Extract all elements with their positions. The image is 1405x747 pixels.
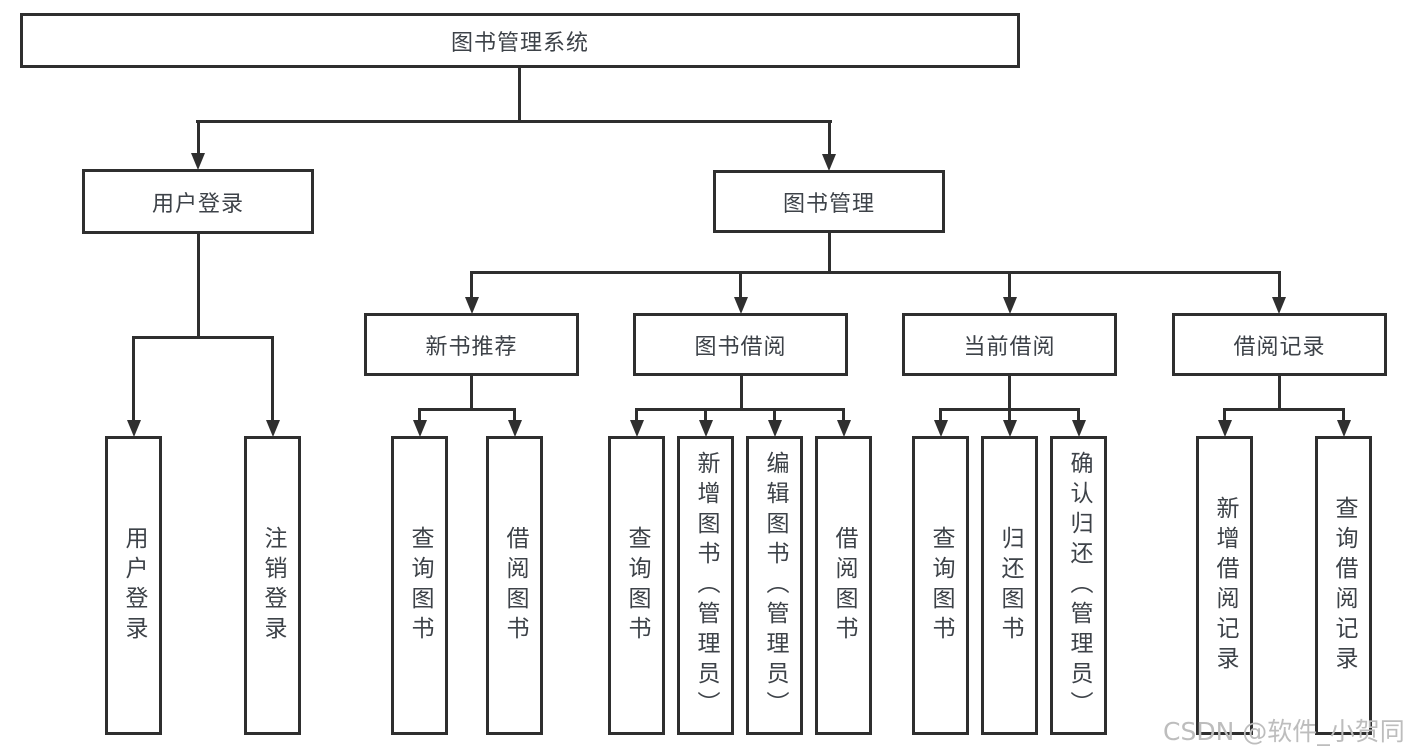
node-label: 用户登录 xyxy=(121,525,147,646)
node-label: 归还图书 xyxy=(997,525,1023,646)
leaf-add-borrow-record: 新增借阅记录 xyxy=(1196,436,1253,735)
connector-drop-leaf xyxy=(635,408,638,422)
arrow-down-icon xyxy=(127,420,141,437)
node-label: 图书管理 xyxy=(782,191,875,217)
arrow-down-icon xyxy=(630,420,644,437)
connector-drop-leaf xyxy=(132,336,135,422)
arrow-down-icon xyxy=(1003,297,1017,314)
node-label: 确认归还（管理员） xyxy=(1066,450,1092,721)
node-label: 用户登录 xyxy=(151,191,244,217)
node-label: 图书管理系统 xyxy=(450,30,589,56)
connector-drop-level3 xyxy=(470,271,473,299)
leaf-borrow-books-borrowing: 借阅图书 xyxy=(815,436,872,735)
leaf-edit-books-admin: 编辑图书（管理员） xyxy=(746,436,803,735)
leaf-query-books-current: 查询图书 xyxy=(912,436,969,735)
arrow-down-icon xyxy=(1337,420,1351,437)
connector-root-stem xyxy=(518,68,521,120)
connector-user-login-stem xyxy=(197,234,200,336)
node-book-borrowing: 图书借阅 xyxy=(633,313,848,376)
arrow-down-icon xyxy=(508,420,522,437)
connector-drop-leaf xyxy=(271,336,274,422)
arrow-down-icon xyxy=(465,297,479,314)
connector-bus-recommend xyxy=(418,408,516,411)
connector-current-stem xyxy=(1008,376,1011,408)
node-user-login: 用户登录 xyxy=(82,169,314,234)
connector-drop-level3 xyxy=(739,271,742,299)
connector-bus-user-login xyxy=(132,336,274,339)
node-label: 新增图书（管理员） xyxy=(693,450,719,721)
arrow-down-icon xyxy=(1072,420,1086,437)
connector-drop-leaf xyxy=(418,408,421,422)
connector-drop-leaf xyxy=(1342,408,1345,422)
arrow-down-icon xyxy=(266,420,280,437)
connector-drop-leaf xyxy=(1223,408,1226,422)
arrow-down-icon xyxy=(734,297,748,314)
node-system-root: 图书管理系统 xyxy=(20,13,1020,68)
leaf-confirm-return-admin: 确认归还（管理员） xyxy=(1050,436,1107,735)
connector-bus-level3 xyxy=(470,271,1280,274)
connector-recommend-stem xyxy=(470,376,473,408)
node-label: 新书推荐 xyxy=(425,334,518,360)
leaf-borrow-books-recommend: 借阅图书 xyxy=(486,436,543,735)
connector-drop-leaf xyxy=(1008,408,1011,422)
csdn-watermark: CSDN @软件_小贺同学 xyxy=(1163,717,1405,746)
arrow-down-icon xyxy=(1272,297,1286,314)
arrow-down-icon xyxy=(191,153,205,170)
arrow-down-icon xyxy=(1218,420,1232,437)
node-label: 借阅图书 xyxy=(502,525,528,646)
connector-drop-book-mgmt xyxy=(828,120,831,156)
connector-drop-leaf xyxy=(513,408,516,422)
connector-drop-leaf xyxy=(773,408,776,422)
connector-drop-level3 xyxy=(1008,271,1011,299)
leaf-query-borrow-record: 查询借阅记录 xyxy=(1315,436,1372,735)
leaf-user-login: 用户登录 xyxy=(105,436,162,735)
connector-drop-leaf xyxy=(939,408,942,422)
connector-bus-borrowing xyxy=(635,408,845,411)
node-label: 借阅记录 xyxy=(1233,334,1326,360)
node-label: 查询图书 xyxy=(407,525,433,646)
connector-drop-user-login xyxy=(197,120,200,155)
arrow-down-icon xyxy=(837,420,851,437)
node-new-book-recommendation: 新书推荐 xyxy=(364,313,579,376)
node-label: 当前借阅 xyxy=(963,334,1056,360)
node-label: 借阅图书 xyxy=(831,525,857,646)
node-label: 查询图书 xyxy=(928,525,954,646)
node-label: 注销登录 xyxy=(260,525,286,646)
arrow-down-icon xyxy=(768,420,782,437)
leaf-query-books-recommend: 查询图书 xyxy=(391,436,448,735)
connector-drop-leaf xyxy=(704,408,707,422)
connector-bus-level2 xyxy=(196,120,832,123)
connector-drop-leaf xyxy=(842,408,845,422)
node-label: 新增借阅记录 xyxy=(1212,495,1238,676)
node-label: 查询借阅记录 xyxy=(1331,495,1357,676)
connector-records-stem xyxy=(1278,376,1281,408)
node-current-borrowing: 当前借阅 xyxy=(902,313,1117,376)
connector-bus-records xyxy=(1223,408,1345,411)
node-borrowing-records: 借阅记录 xyxy=(1172,313,1387,376)
connector-drop-level3 xyxy=(1278,271,1281,299)
leaf-query-books-borrowing: 查询图书 xyxy=(608,436,665,735)
arrow-down-icon xyxy=(413,420,427,437)
leaf-logout-login: 注销登录 xyxy=(244,436,301,735)
connector-borrowing-stem xyxy=(740,376,743,408)
connector-book-mgmt-stem xyxy=(828,233,831,271)
arrow-down-icon xyxy=(822,154,836,171)
arrow-down-icon xyxy=(699,420,713,437)
node-label: 查询图书 xyxy=(624,525,650,646)
node-book-management: 图书管理 xyxy=(713,170,945,233)
connector-drop-leaf xyxy=(1077,408,1080,422)
leaf-return-books: 归还图书 xyxy=(981,436,1038,735)
leaf-add-books-admin: 新增图书（管理员） xyxy=(677,436,734,735)
node-label: 图书借阅 xyxy=(694,334,787,360)
arrow-down-icon xyxy=(934,420,948,437)
node-label: 编辑图书（管理员） xyxy=(762,450,788,721)
arrow-down-icon xyxy=(1003,420,1017,437)
